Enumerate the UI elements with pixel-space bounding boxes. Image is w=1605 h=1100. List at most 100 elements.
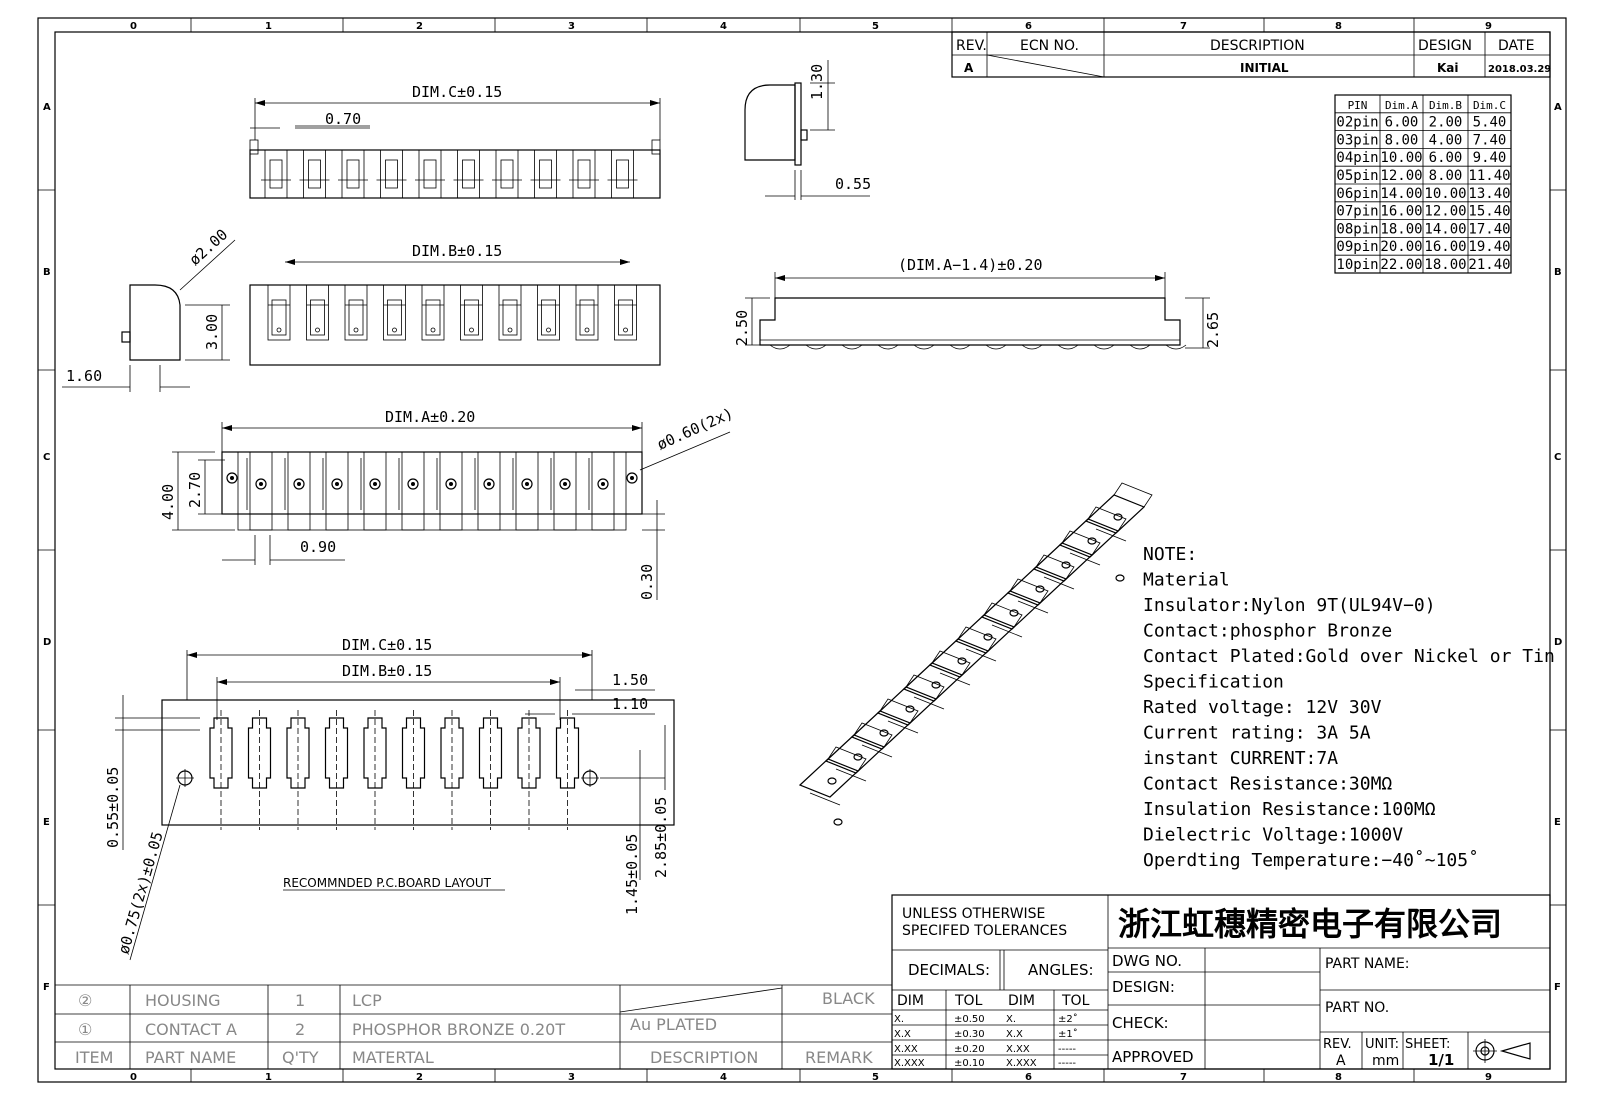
projection-symbol-icon	[1473, 1039, 1531, 1063]
dim-label: 1.50	[612, 671, 648, 689]
dim-table-cell: 09pin	[1336, 239, 1378, 255]
col-label: 3	[568, 1072, 575, 1083]
row-label: D	[43, 637, 51, 648]
tol-row: X.XX	[1006, 1044, 1030, 1055]
dim-table-cell: 12.00	[1380, 168, 1422, 184]
dim-table-cell: 2.00	[1429, 115, 1463, 131]
note-line: Operdting Temperature:−40˚~105˚	[1143, 850, 1479, 871]
bom-name: CONTACT A	[145, 1020, 237, 1039]
dim-table-cell: 17.40	[1468, 221, 1510, 237]
dim-label: 2.70	[186, 472, 204, 508]
bom-qty: 1	[295, 991, 305, 1010]
sheet-value: 1/1	[1428, 1051, 1454, 1069]
row-label: C	[1554, 452, 1561, 463]
dim-label: 1.30	[808, 64, 826, 100]
row-label: B	[1554, 267, 1562, 278]
dim-table-cell: 13.40	[1468, 186, 1510, 202]
note-line: Insulator:Nylon 9T(UL94V−0)	[1143, 595, 1436, 616]
col-label: 7	[1180, 21, 1187, 32]
dim-table-cell: 7.40	[1473, 132, 1507, 148]
dim-table-cell: 11.40	[1468, 168, 1510, 184]
dim-label: 0.70	[325, 110, 361, 128]
tol-row: X.	[894, 1014, 904, 1025]
dim-label: 2.85±0.05	[652, 797, 670, 878]
tol-row: X.X	[894, 1029, 911, 1040]
dim-label: 0.55	[835, 175, 871, 193]
dim-label: 1.60	[66, 367, 102, 385]
dim-label: 0.90	[300, 538, 336, 556]
design-header: DESIGN	[1418, 38, 1472, 54]
bom-header: DESCRIPTION	[650, 1048, 758, 1067]
col-label: 2	[416, 1072, 423, 1083]
tol-row: ±0.20	[954, 1044, 985, 1055]
bom-item: ①	[78, 1020, 92, 1039]
bom-table: ② HOUSING 1 LCP BLACK ① CONTACT A 2 PHOS…	[55, 984, 892, 1069]
col-label: 5	[872, 21, 879, 32]
bom-material: LCP	[352, 991, 382, 1010]
front-view: (DIM.A−1.4)±0.20 2.50 2.65	[733, 256, 1222, 350]
rev-value: A	[1336, 1053, 1346, 1069]
dim-table-cell: 9.40	[1473, 150, 1507, 166]
rev-header: REV.	[956, 38, 987, 54]
note-line: instant CURRENT:7A	[1143, 748, 1338, 769]
tol-row: ±2˚	[1058, 1013, 1078, 1025]
dim-label: 1.10	[612, 695, 648, 713]
side-view: ø2.00 3.00 1.60	[62, 225, 236, 392]
col-label: 5	[872, 1072, 879, 1083]
bottom-view: DIM.A±0.20 ø0.60(2x) 4.00 2.70 0.90 0.30	[159, 404, 736, 600]
revision-block: REV. ECN NO. DESCRIPTION DESIGN DATE A I…	[951, 31, 1551, 78]
bom-header: PART NAME	[145, 1048, 236, 1067]
col-label: 4	[720, 1072, 727, 1083]
note-line: NOTE:	[1143, 544, 1197, 565]
dim-table-cell: PIN	[1348, 99, 1368, 112]
dim-table-cell: 22.00	[1380, 257, 1422, 273]
date-value: 2018.03.29	[1488, 64, 1551, 75]
dim-table-cell: Dim.B	[1429, 99, 1462, 112]
dim-table-cell: 08pin	[1336, 221, 1378, 237]
tol-title: SPECIFED TOLERANCES	[902, 923, 1067, 939]
note-line: Insulation Resistance:100MΩ	[1143, 799, 1436, 820]
row-label: C	[43, 452, 50, 463]
tol-row: X.	[1006, 1014, 1016, 1025]
tol-row: X.XXX	[1006, 1058, 1037, 1069]
note-line: Material	[1143, 570, 1230, 591]
col-label: 8	[1335, 1072, 1342, 1083]
dim-table-cell: 03pin	[1336, 132, 1378, 148]
dim-label: 4.00	[159, 484, 177, 520]
tol-title: UNLESS OTHERWISE	[902, 906, 1045, 922]
col-label: 9	[1485, 1072, 1492, 1083]
bom-item: ②	[78, 991, 92, 1010]
col-label: 6	[1025, 21, 1032, 32]
col-label: 9	[1485, 21, 1492, 32]
dim-table-cell: 21.40	[1468, 257, 1510, 273]
row-label: E	[43, 817, 50, 828]
tol-tol-header: TOL	[954, 993, 983, 1009]
dim-table-cell: 5.40	[1473, 115, 1507, 131]
dim-label: DIM.C±0.15	[412, 83, 502, 101]
note-line: Rated voltage: 12V 30V	[1143, 697, 1382, 718]
sheet-label: SHEET:	[1405, 1037, 1450, 1052]
dim-table-cell: 06pin	[1336, 186, 1378, 202]
dim-label: 1.45±0.05	[623, 834, 641, 915]
bom-name: HOUSING	[145, 991, 221, 1010]
design-label: DESIGN:	[1112, 978, 1175, 996]
tol-dim-header: DIM	[1008, 993, 1035, 1009]
dim-label: ø0.60(2x)	[654, 404, 736, 454]
description-value: INITIAL	[1240, 61, 1289, 75]
middle-view: DIM.B±0.15	[249, 242, 661, 366]
side-view-small: 1.30 0.55	[744, 60, 871, 200]
date-header: DATE	[1498, 38, 1534, 54]
top-view: DIM.C±0.15 0.70	[249, 83, 661, 199]
zone-labels: 0 1 2 3 4 5 6 7 8 9 0 1 2 3 4 5 6 7 8 9 …	[43, 21, 1562, 1083]
row-label: F	[1554, 982, 1561, 993]
description-header: DESCRIPTION	[1210, 38, 1305, 54]
dim-label: 0.30	[638, 564, 656, 600]
dim-label: 2.50	[733, 310, 751, 346]
bom-header: Q'TY	[282, 1048, 319, 1067]
dim-label: ø2.00	[186, 225, 232, 269]
dim-label: DIM.C±0.15	[342, 636, 432, 654]
dim-table-cell: 10.00	[1380, 150, 1422, 166]
dim-table-cell: 12.00	[1424, 204, 1466, 220]
